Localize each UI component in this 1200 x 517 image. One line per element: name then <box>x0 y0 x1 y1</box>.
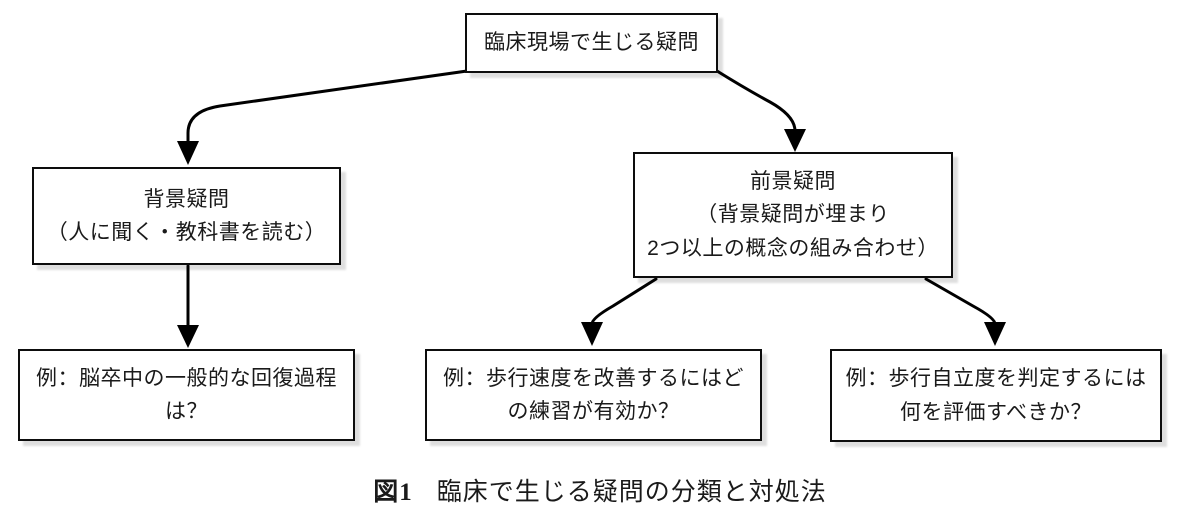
node-label-line: 例：歩行速度を改善するにはど <box>443 366 744 390</box>
node-label-line: 2つ以上の概念の組み合わせ） <box>647 236 939 260</box>
node-label-line: 例：脳卒中の一般的な回復過程 <box>36 366 337 390</box>
node-label-line: （背景疑問が埋まり <box>696 203 890 227</box>
node-example-foreground-2: 例：歩行自立度を判定するには 何を評価すべきか？ <box>830 349 1162 442</box>
node-label: 臨床現場で生じる疑問 <box>484 31 699 55</box>
arrow-root-to-background <box>186 69 469 144</box>
node-label-line: は？ <box>165 400 208 423</box>
node-label-line: 前景疑問 <box>750 170 836 194</box>
figure-number: 図1 <box>373 479 413 506</box>
node-label-line: 例：歩行自立度を判定するには <box>845 367 1147 391</box>
node-background-question: 背景疑問 （人に聞く・教科書を読む） <box>32 167 341 265</box>
node-example-background: 例：脳卒中の一般的な回復過程 は？ <box>18 349 355 441</box>
arrowhead-example-fg2 <box>984 322 1006 346</box>
figure-title: 臨床で生じる疑問の分類と対処法 <box>436 479 827 506</box>
arrow-root-to-foreground <box>715 69 797 133</box>
node-example-foreground-1: 例：歩行速度を改善するにはど の練習が有効か？ <box>425 349 762 441</box>
figure-caption: 図1 臨床で生じる疑問の分類と対処法 <box>0 472 1200 508</box>
arrow-foreground-to-example2 <box>924 277 997 326</box>
node-label-line: 背景疑問 <box>143 187 230 211</box>
node-clinical-question: 臨床現場で生じる疑問 <box>465 13 718 73</box>
arrow-foreground-to-example1 <box>590 277 658 326</box>
arrowhead-background <box>177 141 199 165</box>
node-foreground-question: 前景疑問 （背景疑問が埋まり 2つ以上の概念の組み合わせ） <box>633 152 953 278</box>
arrowhead-example-bg <box>177 325 199 348</box>
node-label-line: 何を評価すべきか？ <box>899 400 1093 424</box>
arrowhead-foreground <box>784 129 806 152</box>
node-label-line: （人に聞く・教科書を読む） <box>46 221 327 244</box>
arrowhead-example-fg1 <box>581 322 603 346</box>
node-label-line: の練習が有効か？ <box>507 400 680 423</box>
